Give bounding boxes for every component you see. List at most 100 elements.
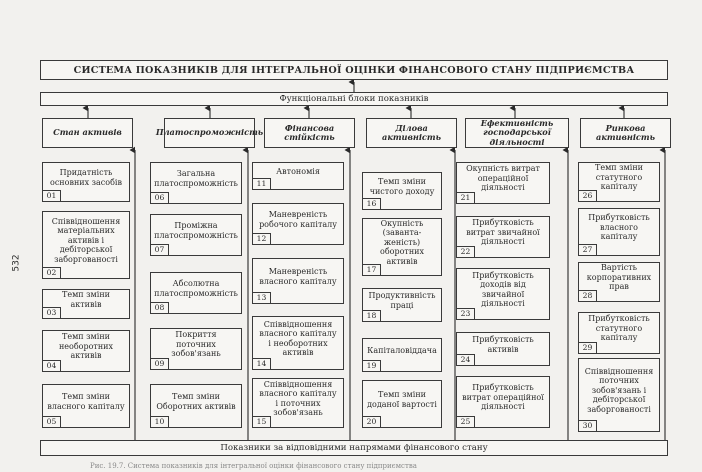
indicator-number: 02 (42, 267, 61, 279)
indicator-box: Абсолютна платоспроможність 08 (150, 272, 242, 314)
indicator-label: Вартість корпоративних прав (586, 263, 652, 292)
indicator-box: Прибутковість доходів від звичайної діял… (456, 268, 550, 320)
indicator-label: Темп зміни доданої вартості (367, 390, 437, 409)
indicator-number: 15 (252, 416, 271, 428)
indicator-box: Проміжна платоспроможність 07 (150, 214, 242, 256)
indicator-box: Темп зміни власного капіталу 05 (42, 384, 130, 428)
indicator-number: 16 (362, 198, 381, 210)
indicator-label: Капіталовіддача (367, 345, 437, 355)
indicator-number: 27 (578, 244, 597, 256)
indicator-box: Маневреність робочого капіталу 12 (252, 203, 344, 245)
indicator-number: 22 (456, 246, 475, 258)
indicator-box: Прибутковість власного капіталу 27 (578, 208, 660, 256)
indicator-label: Окупність (заванта-женість) оборотних ак… (380, 218, 424, 266)
indicator-number: 08 (150, 302, 169, 314)
indicator-number: 30 (578, 420, 597, 432)
indicator-label: Придатність основних засобів (50, 168, 122, 187)
indicator-label: Темп зміни Оборотних активів (156, 392, 236, 411)
indicator-box: Співвідношення поточних зобов'язань і де… (578, 358, 660, 432)
indicator-label: Темп зміни власного капіталу (47, 392, 125, 411)
indicator-number: 13 (252, 292, 271, 304)
indicator-label: Прибутковість статутного капіталу (588, 314, 650, 343)
figure-caption: Рис. 19.7. Система показників для інтегр… (90, 462, 417, 470)
indicator-number: 26 (578, 190, 597, 202)
diagram-title: СИСТЕМА ПОКАЗНИКІВ ДЛЯ ІНТЕГРАЛЬНОЇ ОЦІН… (40, 60, 668, 80)
indicator-label: Прибутковість витрат операційної діяльно… (462, 383, 544, 412)
indicator-number: 06 (150, 192, 169, 204)
indicator-number: 05 (42, 416, 61, 428)
indicator-box: Співвідношення власного капіталу і поточ… (252, 378, 344, 428)
indicator-box: Прибутковість витрат звичайної діяльност… (456, 216, 550, 258)
column-head-solvency: Платоспроможність (156, 118, 263, 148)
indicator-label: Співвідношення власного капіталу і необо… (259, 319, 337, 357)
column-head-stability: Фінансова стійкість (264, 118, 355, 148)
indicator-label: Проміжна платоспроможність (154, 221, 238, 240)
indicator-number: 18 (362, 310, 381, 322)
indicator-box: Загальна платоспроможність 06 (150, 162, 242, 204)
indicator-label: Прибутковість доходів від звичайної діял… (472, 270, 534, 308)
indicator-label: Прибутковість витрат звичайної діяльност… (466, 218, 540, 247)
indicator-box: Темп зміни доданої вартості 20 (362, 380, 442, 428)
indicator-label: Абсолютна платоспроможність (154, 279, 238, 298)
indicator-number: 29 (578, 342, 597, 354)
indicator-label: Співвідношення поточних зобов'язань і де… (584, 366, 654, 414)
indicator-box: Темп зміни чистого доходу 16 (362, 172, 442, 210)
column-head-business-activity: Ділова активність (366, 118, 457, 148)
indicator-label: Темп зміни чистого доходу (369, 177, 435, 196)
indicator-number: 09 (150, 358, 169, 370)
indicator-number: 25 (456, 416, 475, 428)
indicator-box: Прибутковість витрат операційної діяльно… (456, 376, 550, 428)
indicator-number: 28 (578, 290, 597, 302)
functional-blocks-bar: Функціональні блоки показників (40, 92, 668, 106)
column-head-efficiency: Ефективність господарської діяльності (465, 118, 569, 148)
indicator-number: 12 (252, 233, 271, 245)
indicator-number: 23 (456, 308, 475, 320)
page-number: 532 (11, 254, 22, 272)
indicator-box: Співвідношення матеріальних активів і де… (42, 211, 130, 279)
indicator-number: 04 (42, 360, 61, 372)
indicator-label: Загальна платоспроможність (154, 169, 238, 188)
indicator-label: Прибутковість власного капіталу (588, 213, 650, 242)
indicator-label: Продуктивність праці (368, 291, 436, 310)
indicator-label: Окупність витрат операційної діяльності (466, 164, 540, 193)
indicator-box: Маневреність власного капіталу 13 (252, 258, 344, 304)
indicator-label: Маневреність робочого капіталу (259, 210, 337, 229)
indicator-number: 24 (456, 354, 475, 366)
column-head-assets: Стан активів (42, 118, 133, 148)
indicator-number: 07 (150, 244, 169, 256)
indicator-label: Покриття поточних зобов'язань (171, 330, 221, 359)
indicator-box: Співвідношення власного капіталу і необо… (252, 316, 344, 370)
indicator-box: Капіталовіддача 19 (362, 338, 442, 372)
indicator-label: Темп зміни необоротних активів (58, 332, 114, 361)
indicator-label: Співвідношення матеріальних активів і де… (51, 216, 121, 264)
indicator-number: 03 (42, 307, 61, 319)
indicator-box: Окупність (заванта-женість) оборотних ак… (362, 218, 442, 276)
indicator-label: Маневреність власного капіталу (259, 267, 337, 286)
indicator-label: Темп зміни активів (62, 290, 110, 309)
indicator-box: Автономія 11 (252, 162, 344, 190)
indicator-number: 10 (150, 416, 169, 428)
indicator-label: Прибутковість активів (472, 335, 534, 354)
indicator-label: Співвідношення власного капіталу і поточ… (259, 379, 337, 417)
indicator-number: 20 (362, 416, 381, 428)
indicator-label: Автономія (276, 166, 320, 176)
indicator-label: Темп зміни статутного капіталу (595, 163, 643, 192)
indicator-number: 19 (362, 360, 381, 372)
bottom-bar: Показники за відповідними напрямами фіна… (40, 440, 668, 456)
indicator-number: 14 (252, 358, 271, 370)
column-head-market-activity: Ринкова активність (580, 118, 671, 148)
indicator-number: 21 (456, 192, 475, 204)
indicator-number: 11 (252, 178, 271, 190)
indicator-number: 17 (362, 264, 381, 276)
